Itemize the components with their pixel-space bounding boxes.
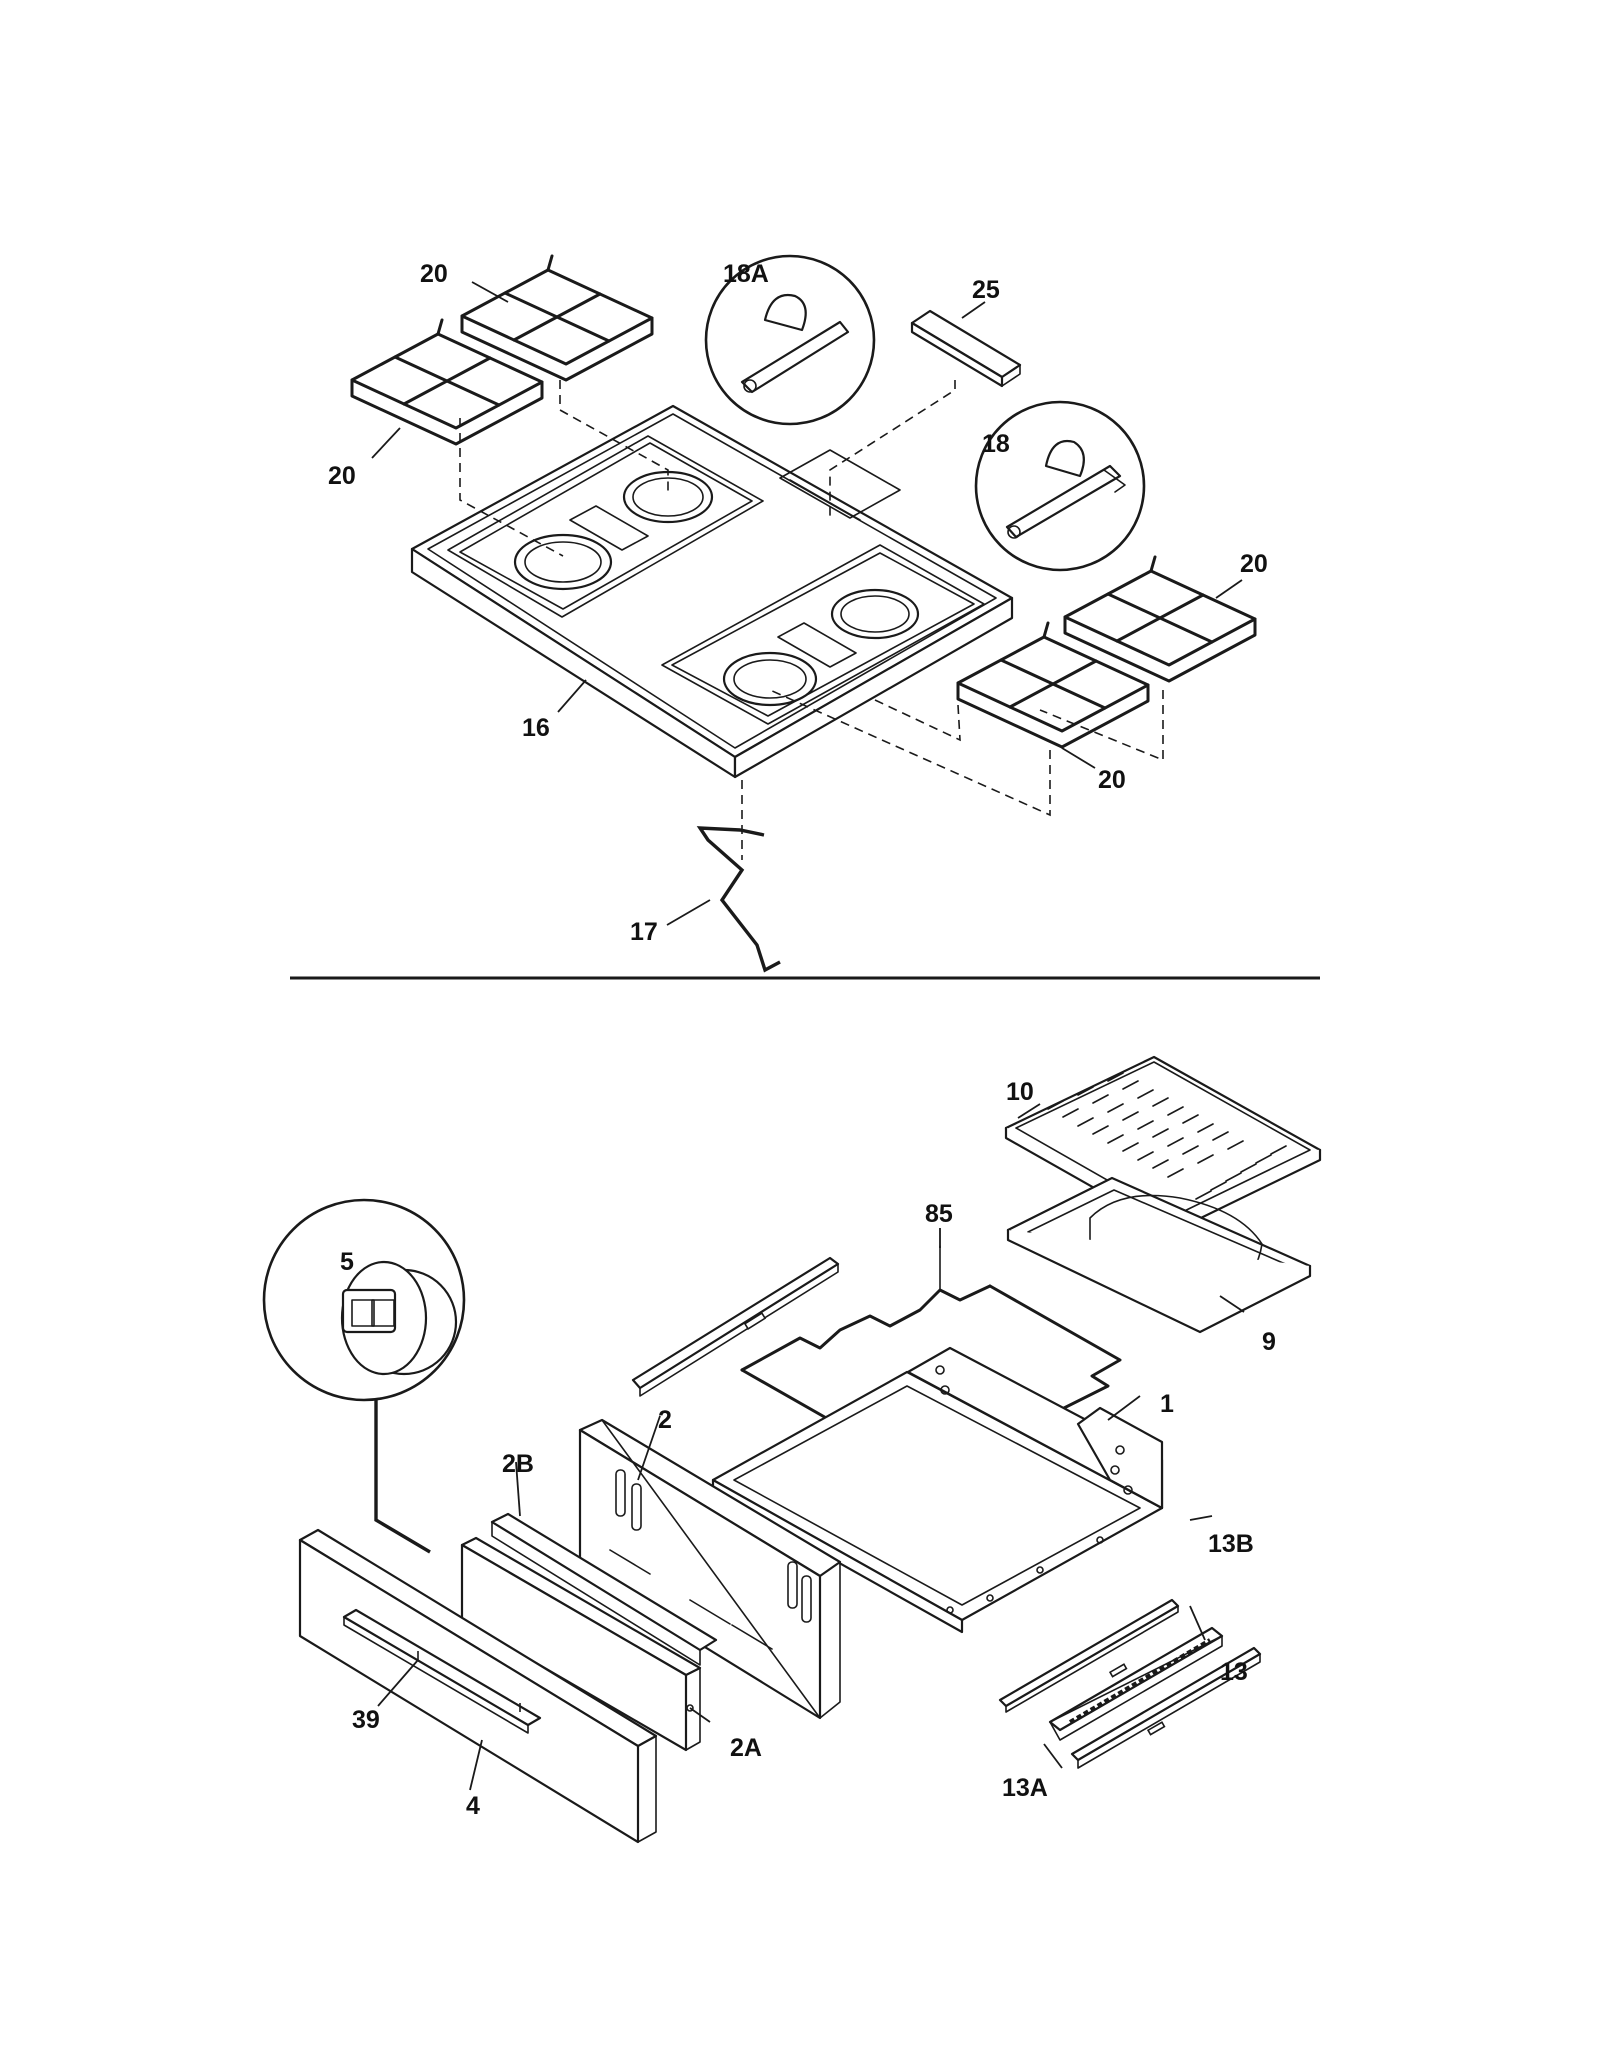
trim-piece-part <box>910 309 1022 388</box>
grate-back-left-part <box>460 254 654 382</box>
label-drawer-body: 1 <box>1160 1390 1174 1418</box>
label-burner-cap-detail: 18A <box>723 260 769 288</box>
cooktop-part <box>410 404 1014 779</box>
label-broiler-pan: 9 <box>1262 1328 1276 1356</box>
grate-front-right-part <box>956 621 1150 749</box>
drawer-liner-part <box>490 1512 718 1666</box>
grate-front-left-part <box>350 318 544 446</box>
label-grate-front-right: 20 <box>1098 766 1126 794</box>
label-drawer-panel: 2A <box>730 1734 762 1762</box>
label-slide-13: 13 <box>1220 1658 1248 1686</box>
knob-detail-part <box>262 1198 466 1554</box>
label-burner-detail: 18 <box>982 430 1010 458</box>
label-support-rod: 17 <box>630 918 658 946</box>
slide-left-part <box>631 1256 840 1397</box>
slides-13-part <box>998 1598 1262 1769</box>
label-trim-piece: 25 <box>972 276 1000 304</box>
drawer-panel-part <box>460 1536 702 1752</box>
burner-detail-part <box>974 400 1146 572</box>
grid-slots <box>1047 1072 1287 1200</box>
grate-back-right-part <box>1063 555 1257 683</box>
top-assembly <box>350 254 1257 973</box>
label-broiler-grid: 10 <box>1006 1078 1034 1106</box>
bottom-assembly <box>262 1055 1322 1844</box>
label-drawer-front: 4 <box>466 1792 480 1820</box>
label-slide-13b: 13B <box>1208 1530 1254 1558</box>
support-rod-part <box>696 826 781 973</box>
label-rack-85: 85 <box>925 1200 953 1228</box>
broiler-pan-part <box>1006 1176 1312 1334</box>
handle-part <box>342 1608 542 1734</box>
label-cooktop: 16 <box>522 714 550 742</box>
labels: 20 20 18A 25 18 20 20 16 17 10 85 9 5 1 … <box>328 260 1276 1820</box>
label-grate-back-right: 20 <box>1240 550 1268 578</box>
label-handle: 39 <box>352 1706 380 1734</box>
label-drawer-back: 2 <box>658 1406 672 1434</box>
label-slide-13a: 13A <box>1002 1774 1048 1802</box>
broiler-grid-part <box>1004 1055 1322 1234</box>
burner-cap-detail-part <box>704 254 876 426</box>
label-grate-back-left: 20 <box>420 260 448 288</box>
label-knob-detail: 5 <box>340 1248 354 1276</box>
label-grate-front-left: 20 <box>328 462 356 490</box>
drawer-body-part <box>711 1346 1164 1634</box>
label-drawer-liner: 2B <box>502 1450 534 1478</box>
